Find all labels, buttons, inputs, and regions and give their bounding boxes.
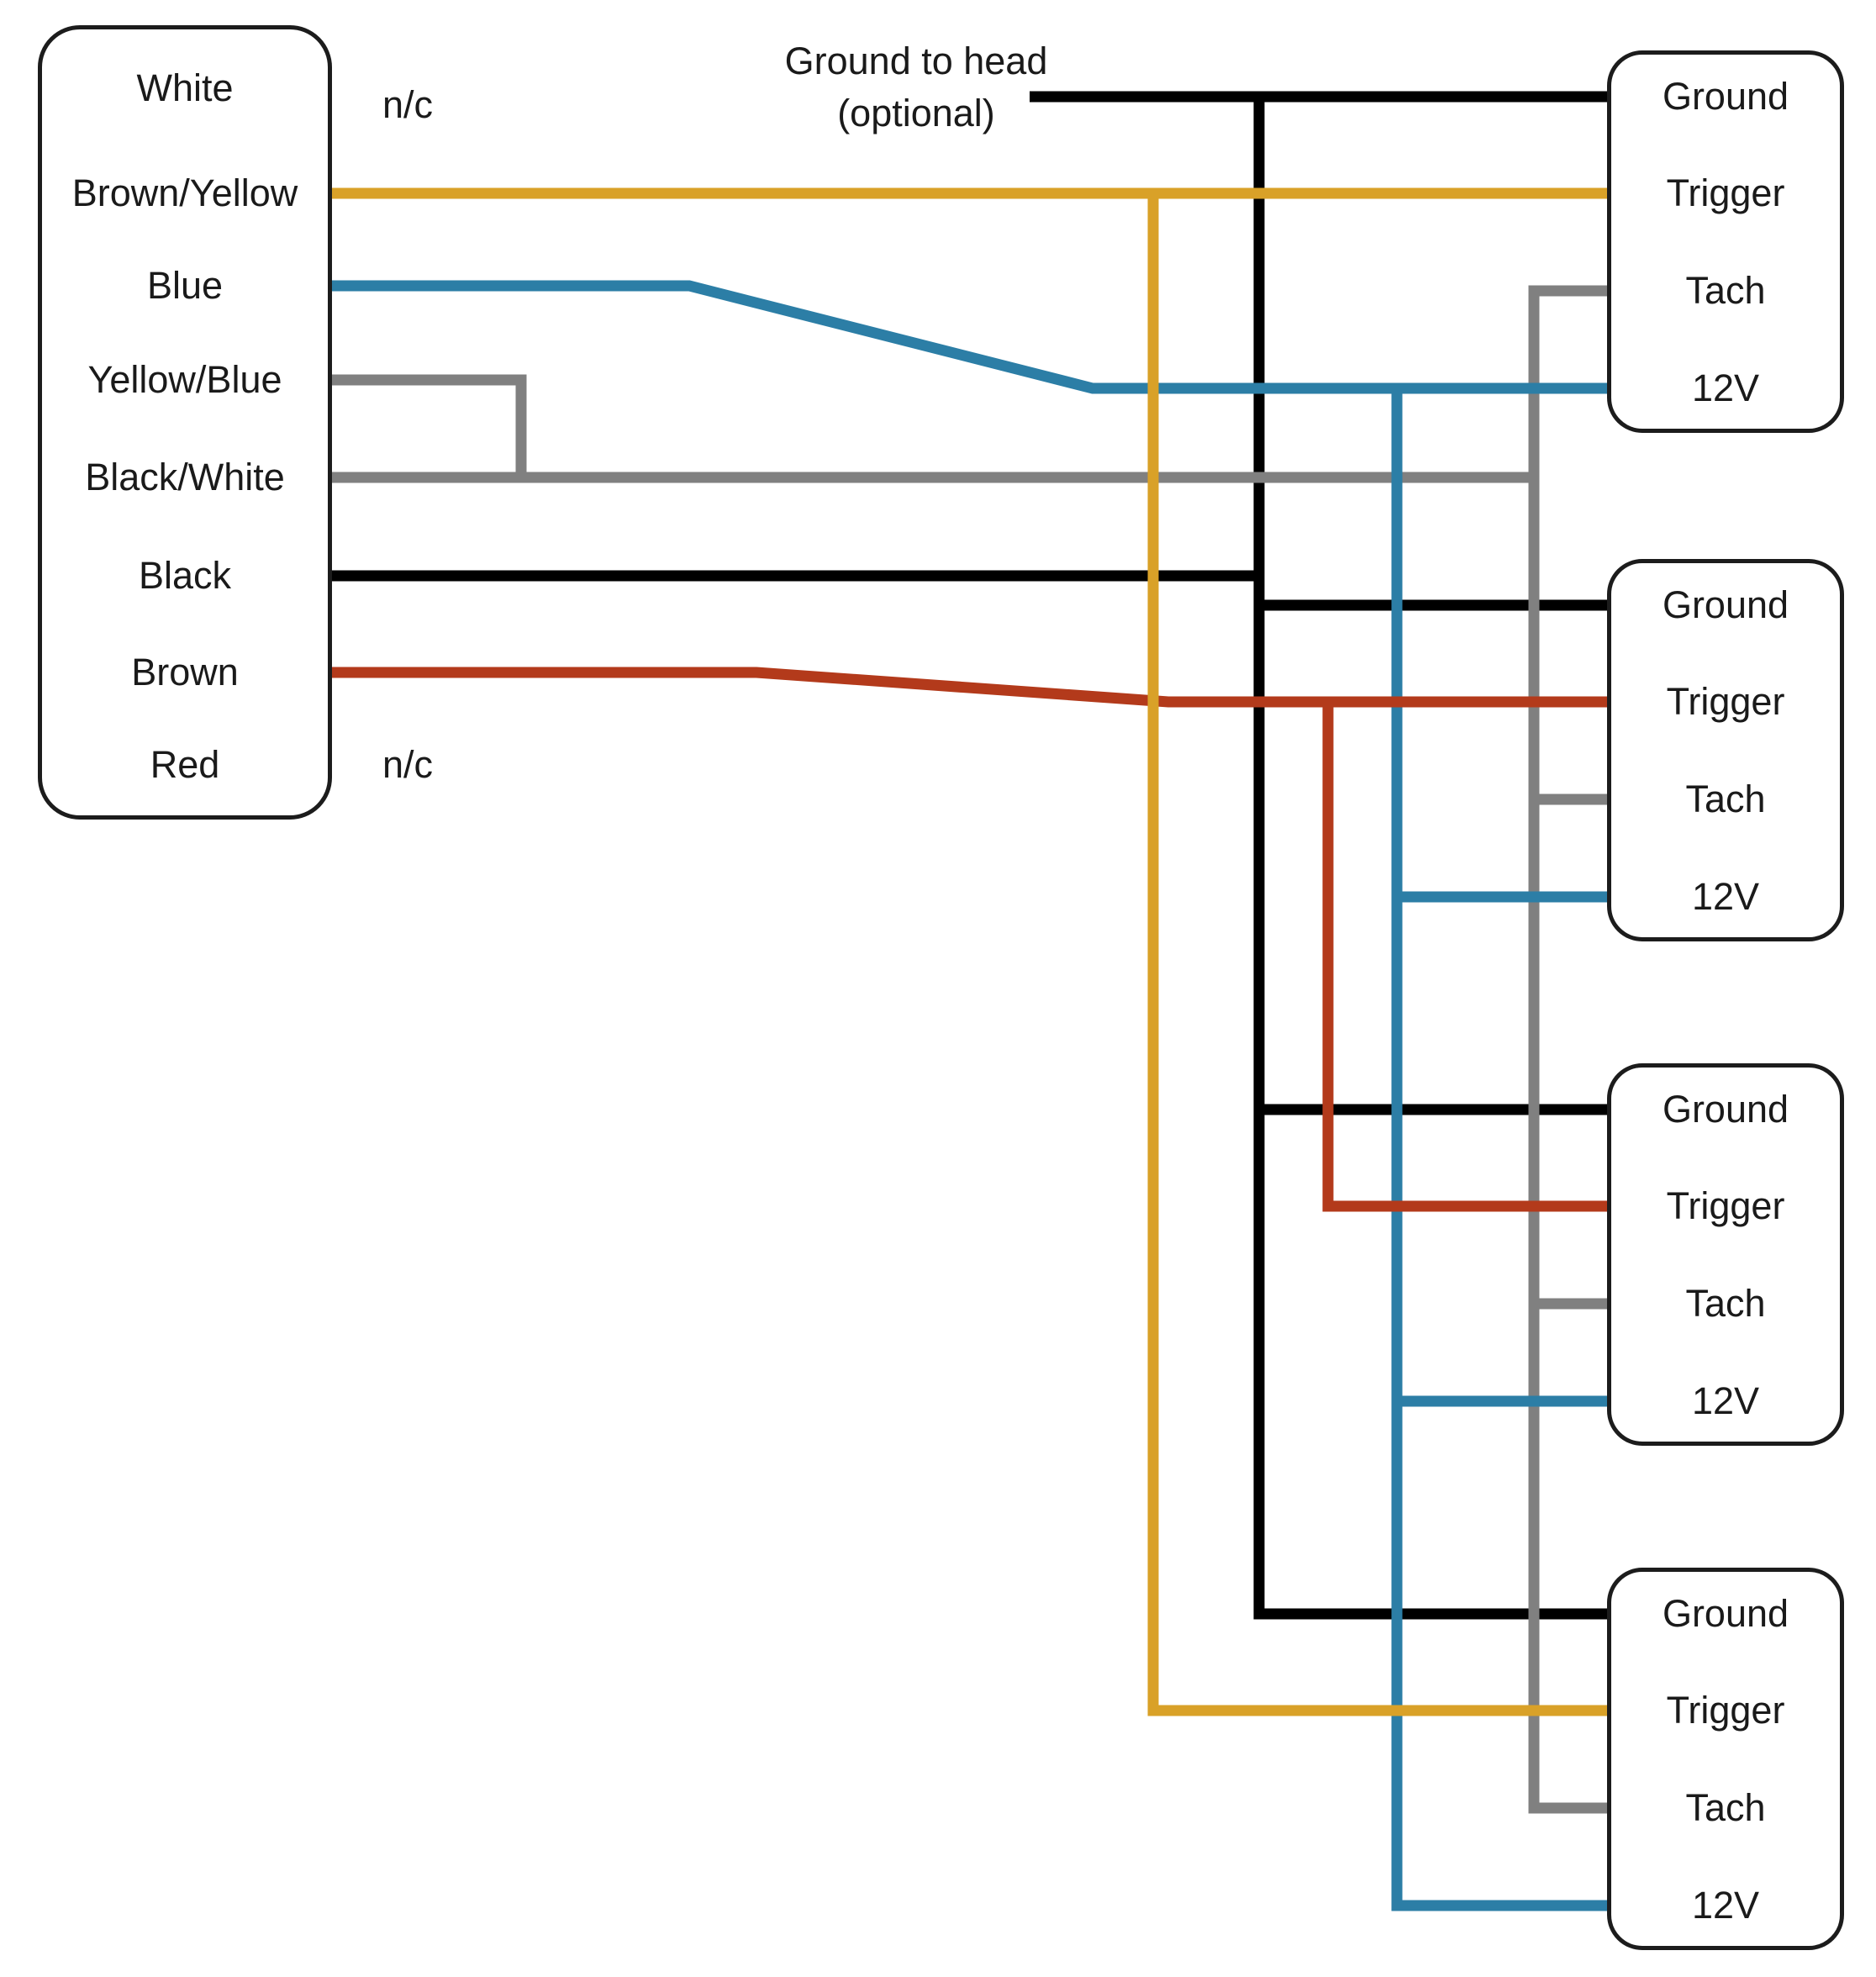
gauge1-pin-12v: 12V (1691, 366, 1760, 409)
gauge-box-3: Ground Trigger Tach 12V (1607, 1063, 1844, 1446)
pin-label-brown: Brown (131, 651, 239, 693)
black-trunk-wire (1253, 97, 1607, 1620)
blue-pin-wire (328, 280, 1607, 394)
brown-branch-wire (1322, 702, 1607, 1212)
gauge1-pin-ground: Ground (1662, 75, 1789, 118)
pin-label-blue: Blue (146, 264, 224, 307)
gauge2-pin-tach: Tach (1685, 778, 1766, 820)
gauge-box-4: Ground Trigger Tach 12V (1607, 1568, 1844, 1950)
yellow-blue-pin-wire (328, 374, 527, 481)
pin-label-black-white: Black/White (85, 456, 285, 498)
pin-label-black: Black (138, 554, 232, 597)
ground-to-head-annotation: Ground to head (optional) (756, 35, 1076, 140)
pin-label-white: White (136, 66, 234, 109)
gauge1-pin-trigger: Trigger (1666, 171, 1785, 214)
pin-label-red: Red (150, 743, 220, 786)
gauge3-pin-trigger: Trigger (1666, 1184, 1785, 1227)
gauge1-pin-tach: Tach (1685, 269, 1766, 312)
nc-note-white: n/c (382, 83, 434, 126)
gauge3-pin-tach: Tach (1685, 1282, 1766, 1325)
gauge3-pin-12v: 12V (1691, 1379, 1760, 1422)
brown-pin-wire (328, 667, 1607, 708)
source-connector-box: White Brown/Yellow Blue Yellow/Blue Blac… (38, 25, 332, 820)
brown-yellow-branch-wire (1147, 193, 1607, 1716)
gray-trunk-wire (1528, 285, 1607, 1814)
gauge2-pin-trigger: Trigger (1666, 680, 1785, 723)
pin-label-yellow-blue: Yellow/Blue (87, 358, 282, 401)
blue-trunk-wire (1391, 388, 1607, 1911)
gauge2-pin-ground: Ground (1662, 583, 1789, 626)
gauge4-pin-ground: Ground (1662, 1592, 1789, 1635)
gauge-box-1: Ground Trigger Tach 12V (1607, 50, 1844, 433)
gauge4-pin-tach: Tach (1685, 1786, 1766, 1829)
nc-note-red: n/c (382, 743, 434, 786)
gauge4-pin-12v: 12V (1691, 1884, 1760, 1927)
annotation-line-1: Ground to head (784, 40, 1048, 82)
gauge4-pin-trigger: Trigger (1666, 1689, 1785, 1732)
gauge-box-2: Ground Trigger Tach 12V (1607, 559, 1844, 941)
annotation-line-2: (optional) (837, 92, 995, 134)
pin-label-brown-yellow: Brown/Yellow (71, 171, 298, 214)
gauge2-pin-12v: 12V (1691, 875, 1760, 918)
gauge3-pin-ground: Ground (1662, 1088, 1789, 1131)
